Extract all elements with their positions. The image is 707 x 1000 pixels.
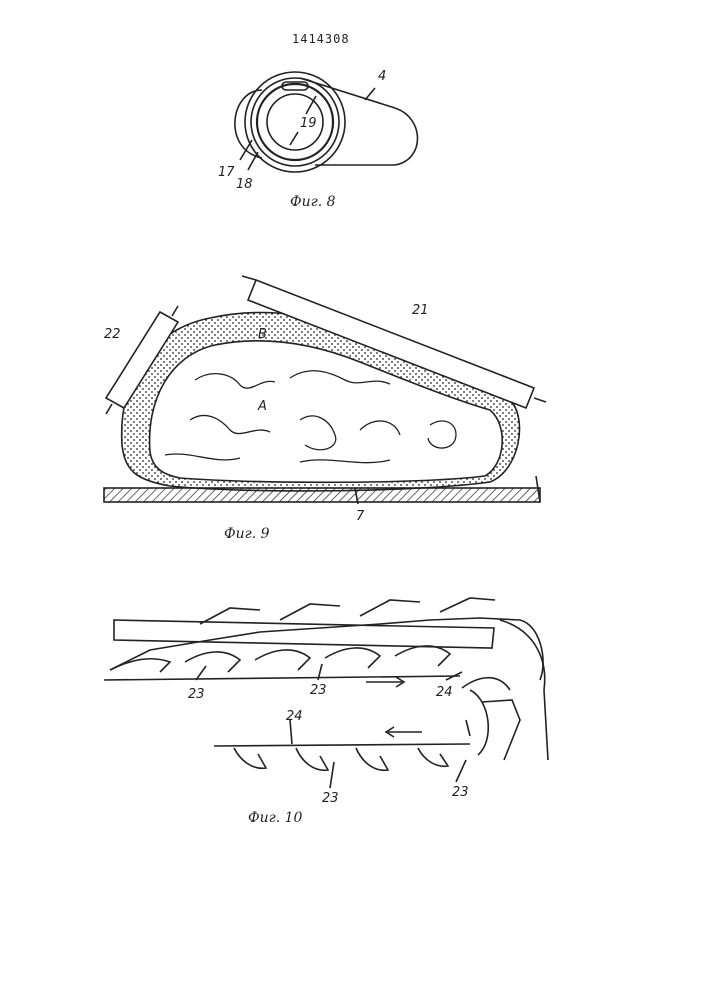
fig10-label-23d: 23: [452, 785, 469, 800]
figure-9: [104, 276, 546, 504]
fig10-label-24b: 24: [286, 709, 303, 724]
fig8-mid-ring: [251, 78, 339, 166]
fig10-top-plank: [114, 620, 494, 648]
fig9-label-21: 21: [412, 303, 429, 318]
fig8-label-19: 19: [300, 116, 317, 131]
fig9-label-22: 22: [104, 327, 121, 342]
fig8-caption: Фиг. 8: [290, 194, 336, 210]
fig9-label-B: B: [258, 327, 267, 342]
fig10-label-23c: 23: [322, 791, 339, 806]
fig10-lower-chain: [214, 744, 470, 770]
fig9-label-7: 7: [356, 509, 365, 524]
figure-8: [235, 72, 418, 172]
fig8-label-4: 4: [378, 69, 386, 84]
fig10-label-23a: 23: [188, 687, 205, 702]
fig8-label-18: 18: [236, 177, 253, 192]
fig9-label-A: A: [257, 399, 267, 414]
fig9-caption: Фиг. 9: [224, 526, 270, 542]
fig8-label-17: 17: [218, 165, 235, 180]
fig10-label-24a: 24: [436, 685, 453, 700]
fig10-label-23b: 23: [310, 683, 327, 698]
fig10-arrows: [366, 677, 470, 737]
fig8-outer-ring: [245, 72, 345, 172]
fig10-caption: Фиг. 10: [248, 810, 302, 826]
fig8-inner-ring: [257, 84, 333, 160]
